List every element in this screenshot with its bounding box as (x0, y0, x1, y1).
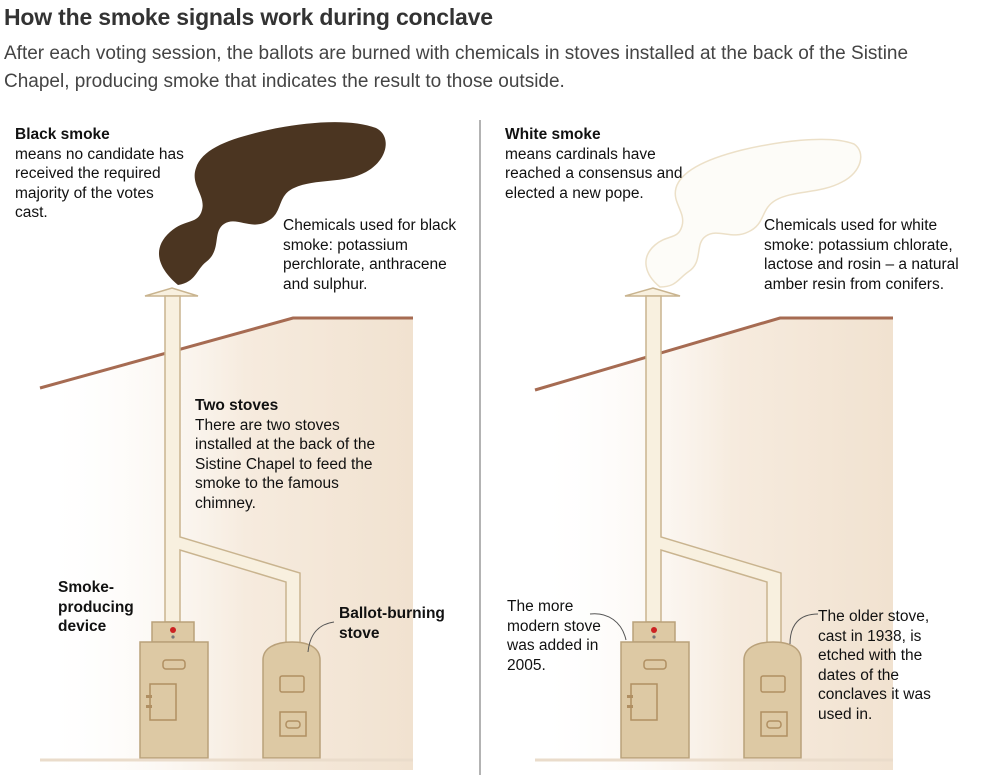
modern-stove-left (139, 641, 209, 759)
black-smoke-heading: Black smoke (15, 126, 110, 143)
left-scene (39, 122, 413, 770)
chimney-cap-left (144, 287, 199, 297)
page-title: How the smoke signals work during concla… (4, 4, 493, 30)
two-stoves-heading: Two stoves (195, 397, 279, 414)
ballot-stove-label: Ballot-burning stove (339, 605, 445, 642)
page-subtitle: After each voting session, the ballots a… (4, 43, 909, 92)
two-stoves-note: Two stoves There are two stoves installe… (195, 396, 385, 513)
white-smoke (645, 138, 862, 288)
black-smoke-desc: means no candidate has received the requ… (15, 145, 184, 222)
black-smoke-note: Black smoke means no candidate has recei… (15, 125, 185, 223)
modern-stove-note: The more modern stove was added in 2005. (507, 598, 601, 674)
ballot-stove-left (262, 641, 321, 759)
leader-ballot (307, 621, 335, 653)
white-smoke-note: White smoke means cardinals have reached… (505, 125, 685, 203)
device-light-left (170, 627, 176, 633)
smoke-device-label: Smoke-producing device (58, 579, 134, 635)
leader-older (789, 613, 819, 645)
chimney-cap-right (624, 287, 681, 297)
white-chemicals-note: Chemicals used for white smoke: potassiu… (764, 217, 959, 293)
white-smoke-heading: White smoke (505, 126, 601, 143)
roof-line-right (534, 316, 893, 392)
leader-modern (589, 613, 627, 641)
modern-stove-right (620, 641, 690, 759)
older-stove-right (743, 641, 802, 759)
older-stove-note: The older stove, cast in 1938, is etched… (818, 608, 931, 723)
chapel-wall-left (40, 318, 413, 770)
right-scene (534, 138, 893, 770)
roof-line-left (39, 316, 413, 390)
two-stoves-desc: There are two stoves installed at the ba… (195, 416, 376, 512)
device-light-right (651, 627, 657, 633)
black-chemicals-note: Chemicals used for black smoke: potassiu… (283, 217, 457, 293)
black-smoke (158, 122, 386, 285)
white-smoke-desc: means cardinals have reached a consensus… (505, 145, 683, 202)
